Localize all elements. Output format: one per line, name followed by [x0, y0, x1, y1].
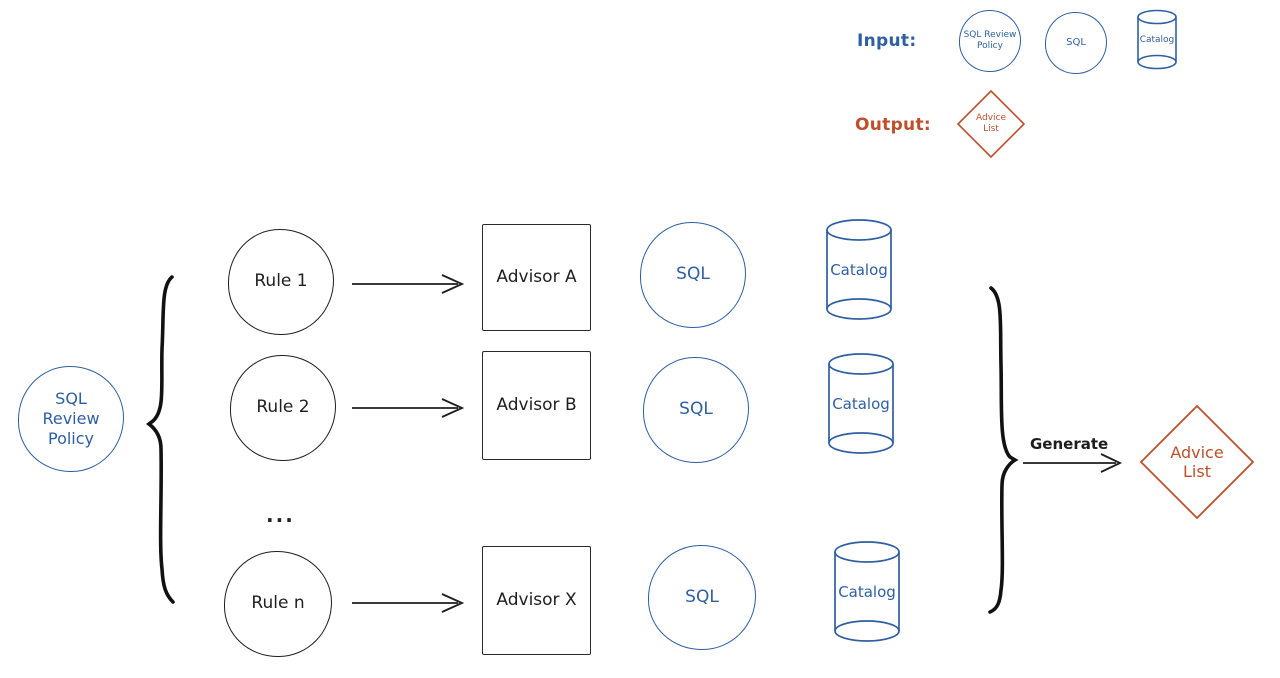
advisor-x-label: Advisor X: [496, 589, 577, 610]
arrow-icon: [352, 398, 465, 418]
right-brace: [988, 286, 1019, 614]
rows-ellipsis: ...: [266, 503, 295, 527]
catalog-2-label: Catalog: [832, 395, 890, 413]
policy-label: SQL Review Policy: [42, 389, 100, 448]
sql-2-label: SQL: [679, 399, 713, 420]
generate-arrow-icon: [1023, 453, 1123, 473]
catalog-n-label: Catalog: [838, 583, 896, 601]
advice-diamond: Advice List: [1139, 404, 1255, 520]
sql-node-2: SQL: [643, 357, 749, 463]
generate-label: Generate: [1030, 435, 1109, 453]
rule-circle-1: Rule 1: [228, 229, 334, 335]
legend-catalog-cylinder: Catalog: [1135, 9, 1179, 71]
rule-1-label: Rule 1: [254, 271, 308, 292]
cylinder-icon: [826, 219, 892, 320]
catalog-node-n: Catalog: [832, 540, 902, 644]
legend-policy-circle: SQL Review Policy: [959, 10, 1021, 72]
advisor-box-a: Advisor A: [482, 224, 591, 331]
sql-1-label: SQL: [676, 264, 710, 285]
sql-n-label: SQL: [685, 586, 719, 607]
legend-sql-circle: SQL: [1045, 12, 1107, 74]
advisor-box-x: Advisor X: [482, 546, 591, 655]
advice-label: Advice List: [1170, 442, 1224, 481]
cylinder-icon: [1137, 9, 1177, 70]
policy-node: SQL Review Policy: [18, 366, 124, 472]
sql-node-1: SQL: [640, 222, 746, 328]
catalog-node-2: Catalog: [826, 352, 896, 456]
advisor-box-b: Advisor B: [482, 351, 591, 460]
legend-sql-label: SQL: [1066, 36, 1086, 48]
rule-n-label: Rule n: [251, 593, 305, 614]
left-brace: [146, 275, 175, 604]
legend-catalog-label: Catalog: [1139, 34, 1175, 45]
diamond-icon: [956, 89, 1026, 159]
cylinder-icon: [834, 541, 900, 642]
arrow-icon: [352, 593, 465, 613]
legend-output-label: Output:: [855, 115, 931, 135]
rule-circle-n: Rule n: [224, 551, 332, 657]
rule-circle-2: Rule 2: [230, 355, 336, 461]
cylinder-icon: [828, 353, 894, 454]
catalog-1-label: Catalog: [830, 261, 888, 279]
legend-policy-label: SQL Review Policy: [963, 29, 1017, 51]
advisor-b-label: Advisor B: [496, 394, 577, 415]
advisor-a-label: Advisor A: [496, 266, 577, 287]
legend-advice-diamond: Advice List: [956, 89, 1026, 159]
catalog-node-1: Catalog: [824, 218, 894, 322]
legend-advice-label: Advice List: [975, 113, 1007, 134]
sql-node-n: SQL: [648, 545, 756, 650]
arrow-icon: [352, 274, 465, 294]
diamond-icon: [1139, 404, 1255, 520]
legend-input-label: Input:: [857, 31, 917, 51]
rule-2-label: Rule 2: [256, 397, 310, 418]
